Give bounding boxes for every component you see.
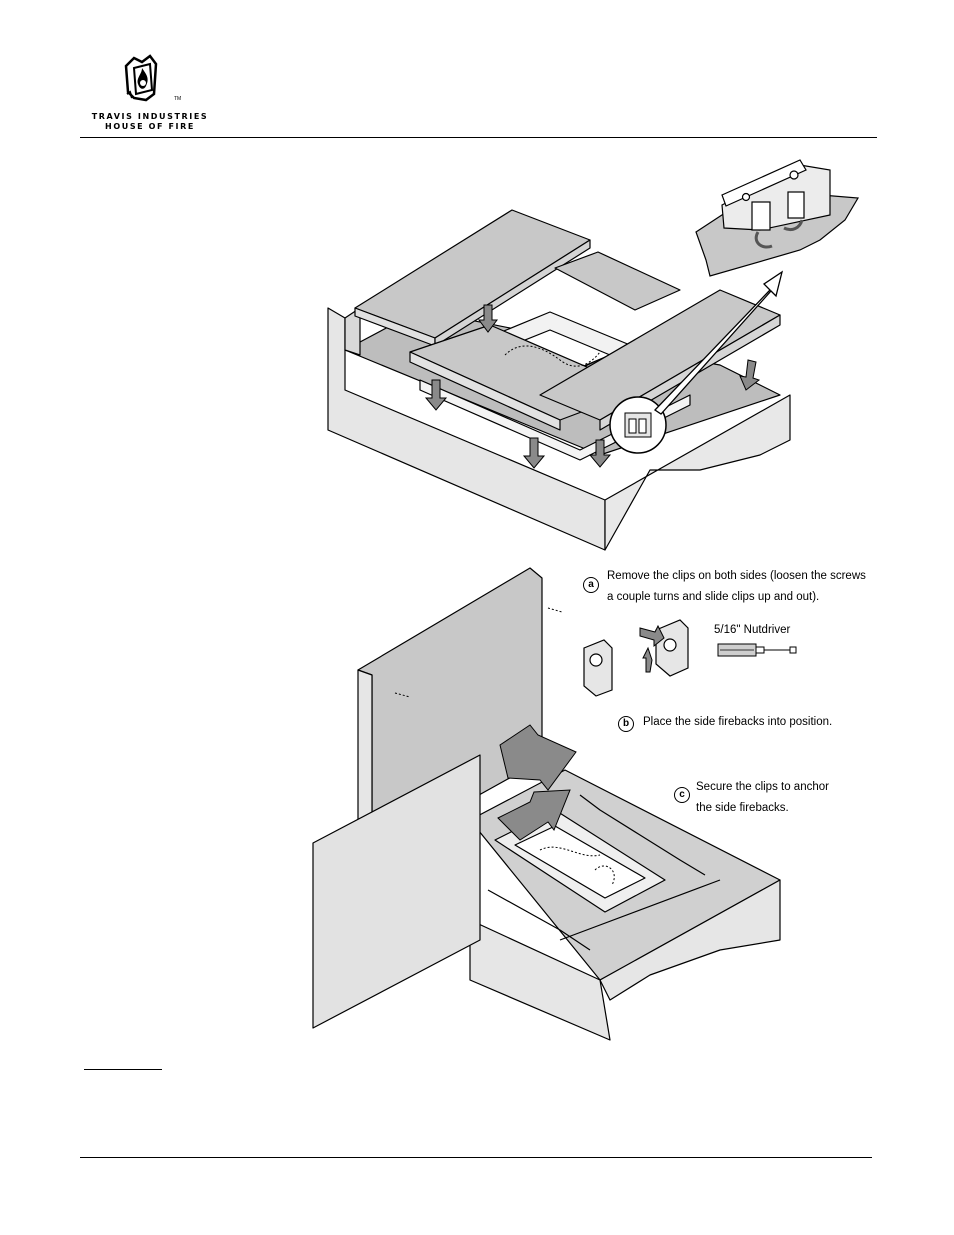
step-c-marker: c <box>674 787 690 803</box>
step-b-text: Place the side firebacks into position. <box>643 716 833 728</box>
step-c-line1: Secure the clips to anchor <box>696 781 829 793</box>
step-a-marker: a <box>583 577 599 593</box>
step-a-line2: a couple turns and slide clips up and ou… <box>607 591 820 603</box>
brand-name: TRAVIS INDUSTRIES <box>91 112 209 121</box>
figure-top-panel-install <box>327 159 860 551</box>
heading-underline <box>84 1069 162 1070</box>
nutdriver-label: 5/16" Nutdriver <box>714 624 791 636</box>
figure-side-fireback-install <box>312 567 797 1041</box>
header-rule <box>80 137 877 138</box>
step-b-marker: b <box>618 716 634 732</box>
step-c-line2: the side firebacks. <box>696 802 789 814</box>
brand-tagline: HOUSE OF FIRE <box>105 122 195 131</box>
footer-rule <box>80 1157 872 1158</box>
step-a-line1: Remove the clips on both sides (loosen t… <box>607 570 866 582</box>
trademark-symbol: TM <box>174 96 182 102</box>
travis-logo <box>124 54 158 102</box>
